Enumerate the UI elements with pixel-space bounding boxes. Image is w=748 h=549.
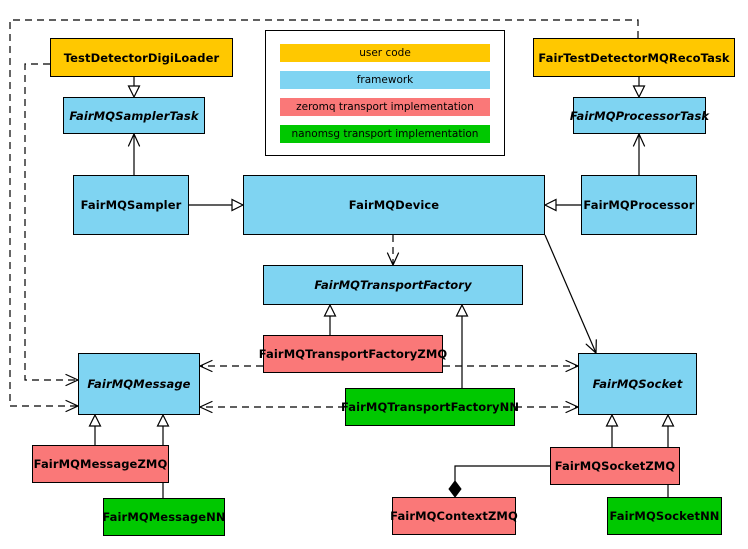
class-box-FairMQProcessorTask[interactable]: FairMQProcessorTask [569,97,710,134]
legend-item-2: zeromq transport implementation [280,97,490,116]
class-label: FairMQDevice [348,198,440,212]
class-box-FairMQProcessor[interactable]: FairMQProcessor [581,175,697,235]
class-box-FairMQTransportFactoryNN[interactable]: FairMQTransportFactoryNN [341,388,519,426]
edge-FairMQDevice-to-FairMQSocket [544,234,597,355]
legend: user code framework zeromq transport imple… [265,30,505,156]
legend-item-3: nanomsg transport implementation [280,124,490,143]
legend-item-0: user code [280,43,490,62]
edge-FairMQTransportFactoryNN-to-FairMQMessage [198,400,345,414]
class-box-FairMQTransportFactory[interactable]: FairMQTransportFactory [263,265,523,305]
class-label: FairMQMessageNN [102,510,226,524]
class-box-FairMQMessageNN[interactable]: FairMQMessageNN [102,498,226,536]
class-box-FairMQSamplerTask[interactable]: FairMQSamplerTask [63,97,205,134]
edge-FairMQSampler-to-FairMQDevice [189,198,245,212]
class-label: FairMQProcessorTask [569,108,710,123]
edge-FairMQTransportFactoryZMQ-to-FairMQSocket [443,359,580,373]
class-label: FairMQTransportFactoryZMQ [258,347,448,361]
edge-FairMQMessageZMQ-to-FairMQMessage [88,413,102,445]
class-label: FairMQProcessor [583,198,695,212]
edge-FairMQTransportFactoryZMQ-to-FairMQMessage [198,359,263,373]
class-label: FairMQTransportFactory [314,278,472,292]
legend-item-label: user code [359,46,411,59]
legend-item-label: nanomsg transport implementation [291,127,479,140]
class-label: FairMQSocket [592,377,683,391]
class-label: FairMQSocketZMQ [554,459,676,473]
class-label: FairMQSampler [80,198,182,212]
class-label: FairMQMessageZMQ [33,457,168,471]
edge-FairMQSampler-to-FairMQSamplerTask [127,132,141,175]
class-label: FairMQSamplerTask [69,108,199,123]
class-box-FairMQDevice[interactable]: FairMQDevice [243,175,545,235]
class-box-TestDetectorDigiLoader[interactable]: TestDetectorDigiLoader [50,38,233,77]
edge-TestDetectorDigiLoader-to-FairMQSamplerTask [127,77,141,99]
class-box-FairMQMessage[interactable]: FairMQMessage [78,353,200,415]
edge-FairMQTransportFactoryNN-to-FairMQSocket [515,400,580,414]
edge-FairMQSocketZMQ-to-FairMQContextZMQ [448,465,550,498]
edge-FairMQTransportFactoryZMQ-to-FairMQTransportFactory [323,303,337,335]
class-box-FairTestDetectorMQRecoTask[interactable]: FairTestDetectorMQRecoTask [533,38,735,77]
class-box-FairMQMessageZMQ[interactable]: FairMQMessageZMQ [32,445,169,483]
edge-FairMQTransportFactoryNN-to-FairMQTransportFactory [455,303,469,388]
class-label: FairTestDetectorMQRecoTask [538,50,730,65]
edge-FairTestDetectorMQRecoTask-to-FairMQProcessorTask [632,77,646,99]
class-label: FairMQMessage [87,377,191,391]
class-box-FairMQContextZMQ[interactable]: FairMQContextZMQ [390,497,518,535]
edge-FairMQSocketZMQ-to-FairMQSocket [605,413,619,447]
class-box-FairMQSocketZMQ[interactable]: FairMQSocketZMQ [550,447,680,485]
edge-FairMQDevice-to-FairMQTransportFactory [386,235,400,267]
class-label: FairMQContextZMQ [390,509,518,523]
class-box-FairMQSocketNN[interactable]: FairMQSocketNN [607,497,722,535]
class-label: FairMQSocketNN [609,509,720,523]
class-box-FairMQSocket[interactable]: FairMQSocket [578,353,697,415]
legend-item-label: zeromq transport implementation [296,100,474,113]
legend-item-1: framework [280,70,490,89]
class-box-FairMQSampler[interactable]: FairMQSampler [73,175,189,235]
legend-item-label: framework [356,73,414,86]
class-label: TestDetectorDigiLoader [63,50,220,65]
class-label: FairMQTransportFactoryNN [340,400,520,414]
edge-FairMQProcessor-to-FairMQProcessorTask [632,132,646,175]
class-box-FairMQTransportFactoryZMQ[interactable]: FairMQTransportFactoryZMQ [259,335,447,373]
edge-FairMQProcessor-to-FairMQDevice [543,198,581,212]
